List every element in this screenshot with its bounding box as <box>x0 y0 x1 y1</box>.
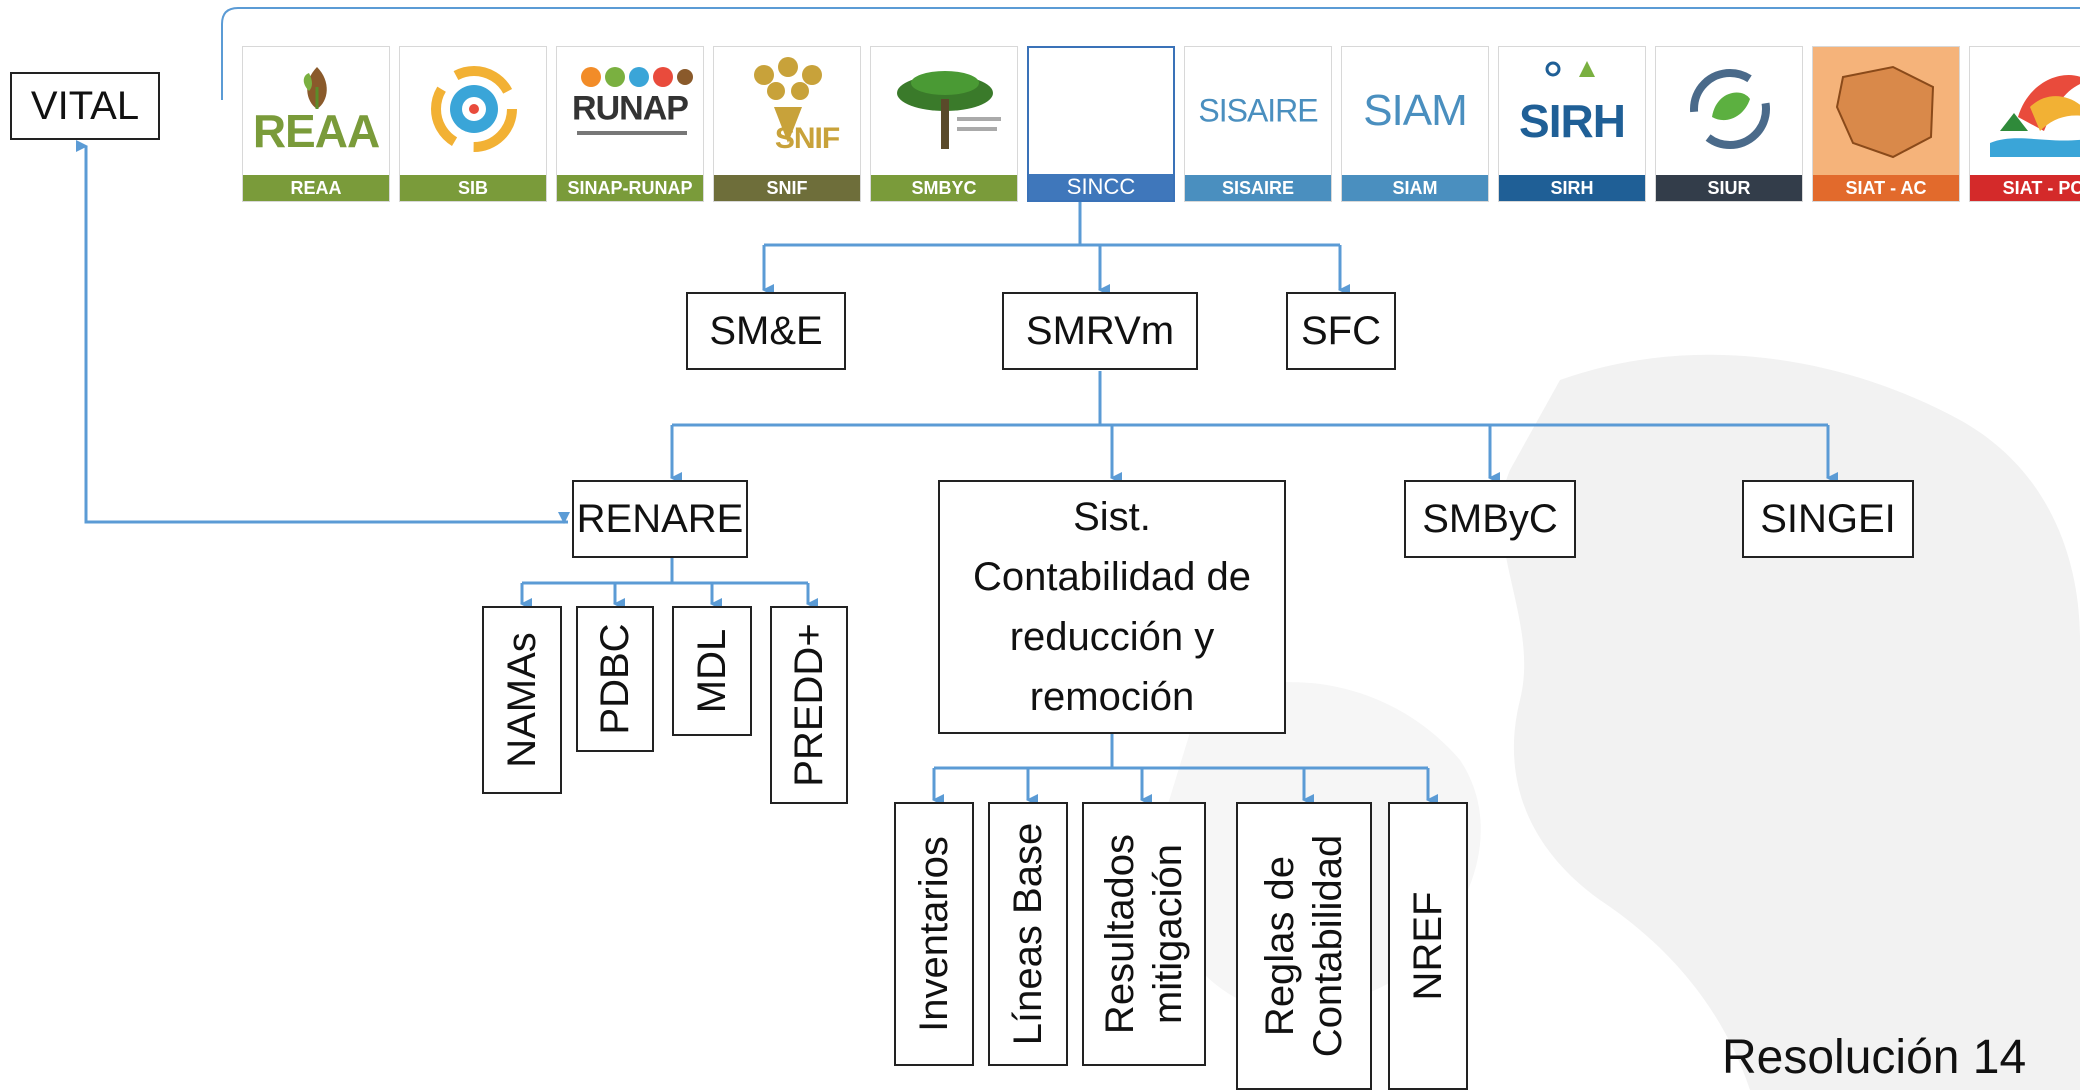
logo-sib: SIB <box>399 46 547 202</box>
logo-reaa: REAA REAA <box>242 46 390 202</box>
resolution-footer: Resolución 14 <box>1722 1031 2027 1084</box>
logo-label-siatac: SIAT - AC <box>1813 175 1959 201</box>
forest-tree-icon <box>897 71 1001 149</box>
logo-label-sib: SIB <box>400 175 546 201</box>
logo-sirh: SIRH SIRH <box>1498 46 1646 202</box>
nref-node: NREF <box>1388 802 1468 1090</box>
reglas-contabilidad-node: Reglas de Contabilidad <box>1236 802 1372 1090</box>
singei-label: SINGEI <box>1760 497 1896 541</box>
sme-label: SM&E <box>709 309 823 353</box>
reglas-contabilidad-label: Reglas de Contabilidad <box>1258 834 1350 1058</box>
logo-wordmark-runap: RUNAP <box>572 89 689 128</box>
sfc-node: SFC <box>1286 292 1396 370</box>
water-drop-icon <box>1545 61 1595 77</box>
logo-label-runap: SINAP-RUNAP <box>557 175 703 201</box>
leaf-icon <box>303 67 327 109</box>
predd-label: PREDD+ <box>787 623 831 787</box>
pdbc-node: PDBC <box>576 606 654 752</box>
smrvm-label: SMRVm <box>1025 309 1175 353</box>
logo-sincc: SINCC <box>1027 46 1175 202</box>
namas-node: NAMAs <box>482 606 562 794</box>
predd-node: PREDD+ <box>770 606 848 804</box>
logo-label-smbyc: SMBYC <box>871 175 1017 201</box>
logo-label-sincc: SINCC <box>1029 174 1173 200</box>
smbyc-label: SMByC <box>1422 497 1558 541</box>
logo-sisaire: SISAIRE SISAIRE <box>1184 46 1332 202</box>
logo-label-reaa: REAA <box>243 175 389 201</box>
amazon-map-icon <box>1813 47 1959 175</box>
logo-label-siur: SIUR <box>1656 175 1802 201</box>
logo-label-snif: SNIF <box>714 175 860 201</box>
logo-smbyc: SMBYC <box>870 46 1018 202</box>
logo-siatpc: SIAT - PC <box>1969 46 2080 202</box>
pdbc-label: PDBC <box>593 623 637 735</box>
logo-wordmark-sirh: SIRH <box>1519 95 1626 147</box>
smrvm-node: SMRVm <box>1002 292 1198 370</box>
mdl-node: MDL <box>672 606 752 736</box>
resultados-mitigacion-label: Resultados mitigación <box>1098 833 1190 1035</box>
pacific-bird-icon <box>1990 75 2080 157</box>
logo-wordmark-siam: SIAM <box>1363 86 1468 135</box>
recycle-leaf-icon <box>1690 69 1770 149</box>
lineas-base-node: Líneas Base <box>988 802 1068 1066</box>
tree-icon <box>754 57 822 143</box>
logo-label-siatpc: SIAT - PC <box>1970 175 2080 201</box>
logo-snif: SNIF SNIF <box>713 46 861 202</box>
logo-label-sirh: SIRH <box>1499 175 1645 201</box>
sist-contabilidad-label: Sist. Contabilidad de reducción y remoci… <box>973 495 1251 719</box>
logo-runap: RUNAP SINAP-RUNAP <box>556 46 704 202</box>
logo-wordmark-sisaire: SISAIRE <box>1198 92 1318 129</box>
logo-wordmark-snif: SNIF <box>774 122 840 155</box>
logo-label-siam: SIAM <box>1342 175 1488 201</box>
mdl-label: MDL <box>690 628 734 714</box>
vital-label: VITAL <box>30 84 140 128</box>
smbyc-node: SMByC <box>1404 480 1576 558</box>
renare-label: RENARE <box>576 497 744 541</box>
logo-siam: SIAM SIAM <box>1341 46 1489 202</box>
singei-node: SINGEI <box>1742 480 1914 558</box>
namas-label: NAMAs <box>500 632 544 768</box>
inventarios-node: Inventarios <box>894 802 974 1066</box>
resultados-mitigacion-node: Resultados mitigación <box>1082 802 1206 1066</box>
logo-wordmark-reaa: REAA <box>252 105 380 157</box>
lineas-base-label: Líneas Base <box>1006 822 1050 1046</box>
logo-bracket <box>221 7 2080 100</box>
nref-label: NREF <box>1406 891 1450 1001</box>
inventarios-label: Inventarios <box>912 836 956 1032</box>
sib-circle-icon <box>431 66 517 152</box>
sme-node: SM&E <box>686 292 846 370</box>
vital-node: VITAL <box>10 72 160 140</box>
sist-contabilidad-node: Sist. Contabilidad de reducción y remoci… <box>938 480 1286 734</box>
renare-node: RENARE <box>572 480 748 558</box>
sfc-label: SFC <box>1301 309 1381 353</box>
logo-label-sisaire: SISAIRE <box>1185 175 1331 201</box>
logo-siur: SIUR <box>1655 46 1803 202</box>
logo-siatac: SIAT - AC <box>1812 46 1960 202</box>
runap-icon <box>577 67 693 135</box>
